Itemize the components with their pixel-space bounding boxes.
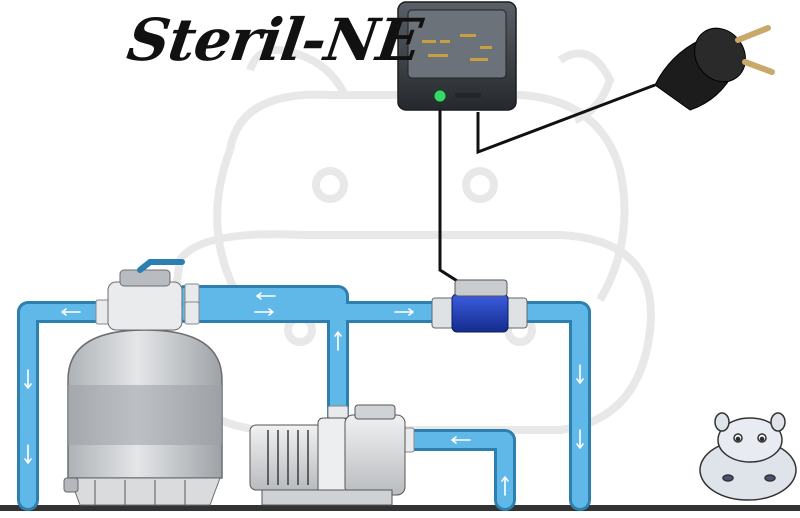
ground-line bbox=[0, 505, 800, 511]
brand-title: Steril-NE bbox=[123, 6, 426, 74]
pipe-joints bbox=[95, 283, 415, 453]
pool-pump-icon bbox=[249, 404, 406, 506]
power-cable bbox=[476, 83, 656, 155]
sand-filter-icon bbox=[63, 259, 223, 506]
controller-to-cell-cable bbox=[438, 108, 463, 286]
control-unit-icon bbox=[397, 1, 517, 111]
power-plug-icon bbox=[654, 25, 775, 111]
flow-arrows bbox=[24, 292, 584, 496]
electrolysis-cell-icon bbox=[431, 279, 528, 333]
hippo-mascot-icon bbox=[699, 412, 797, 501]
